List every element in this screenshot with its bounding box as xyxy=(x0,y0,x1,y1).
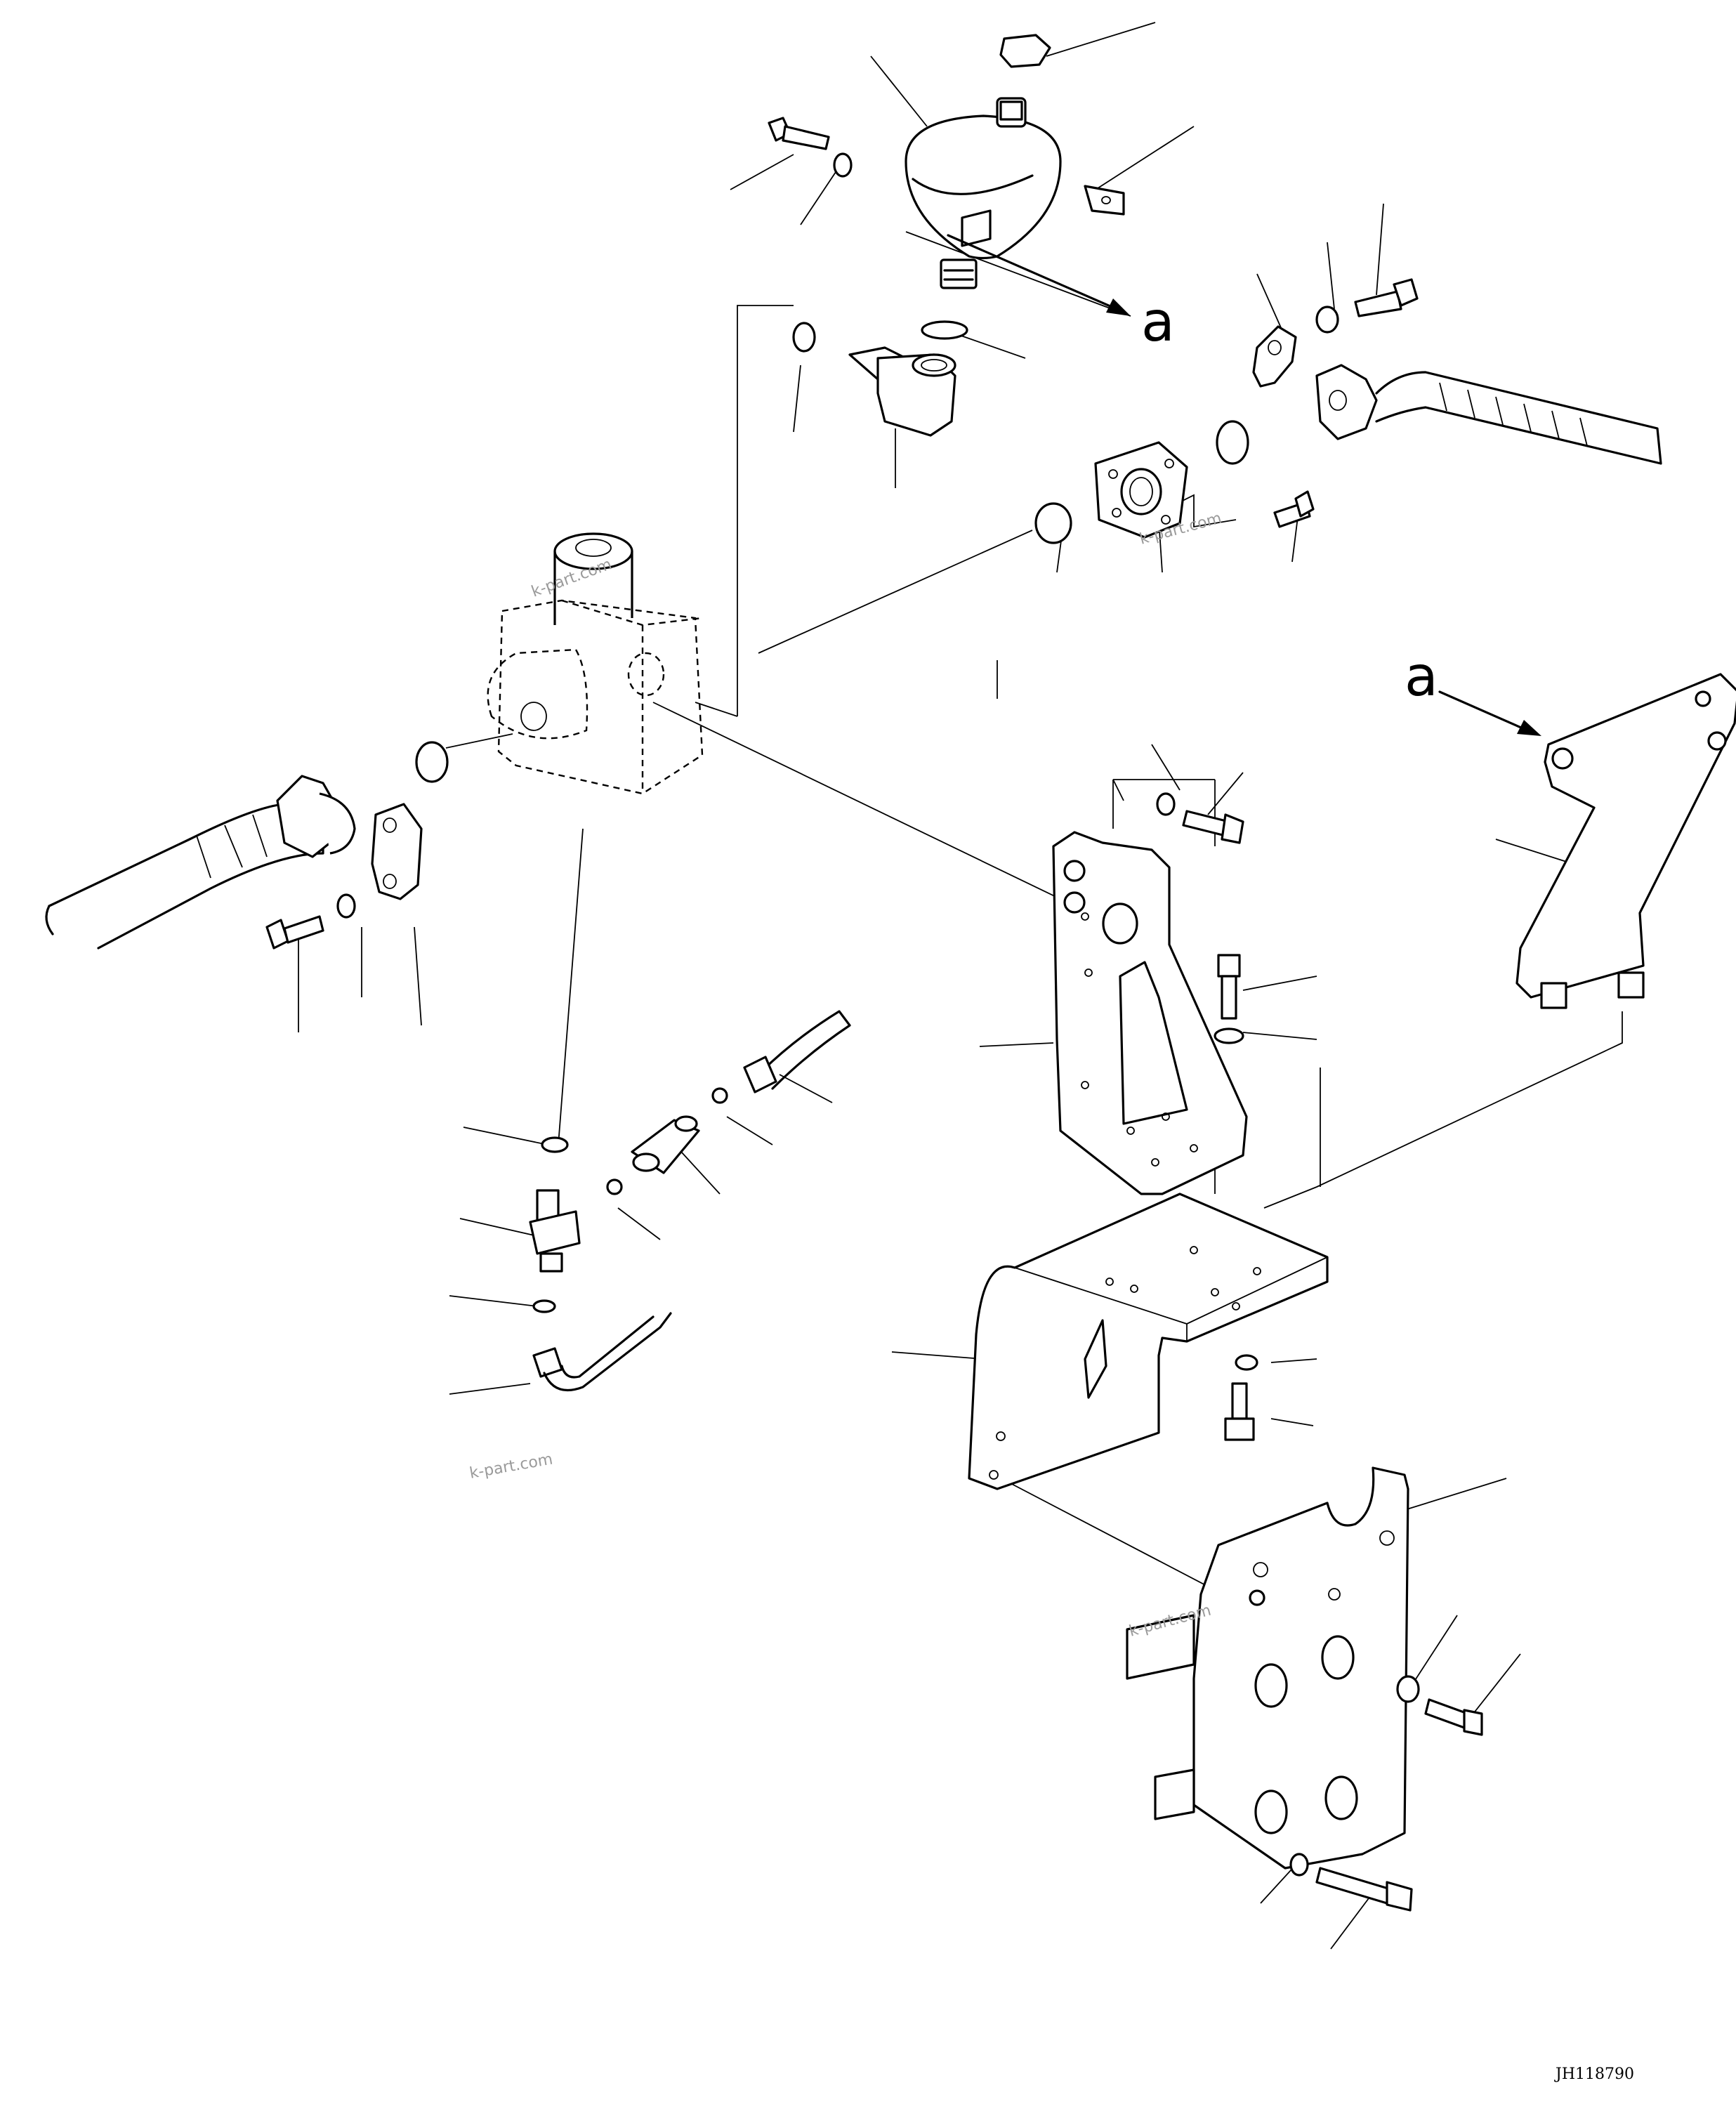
pressure-switch xyxy=(848,346,956,437)
callout-letter-top: a xyxy=(1141,291,1175,354)
washer-plate xyxy=(1396,1675,1420,1703)
hose-clamp-upper xyxy=(1216,278,1419,465)
callout-arrow-right xyxy=(1438,690,1541,736)
bolt-mid-top xyxy=(1182,810,1244,844)
watermark: k-part.com xyxy=(468,1450,554,1482)
bolt-vertical-mid xyxy=(1214,954,1244,1044)
frame-bracket-lower xyxy=(968,1193,1329,1490)
cap-nut xyxy=(999,34,1051,68)
fitting-hose-small xyxy=(743,1010,851,1093)
split-clamp-left xyxy=(371,803,423,900)
bolt-bottom-long xyxy=(1315,1867,1413,1912)
mount-bracket-middle xyxy=(1052,831,1248,1195)
valve-block xyxy=(487,532,704,795)
drawing-code: JH118790 xyxy=(1554,2065,1634,2083)
bracket-right xyxy=(1515,673,1736,1009)
o-ring-fitting-4 xyxy=(532,1299,556,1313)
bolt-lower-vertical xyxy=(1224,1382,1255,1441)
washer-lower xyxy=(1235,1354,1258,1371)
elbow-hose-fitting xyxy=(532,1312,672,1392)
adapter-fitting xyxy=(529,1189,581,1273)
o-ring-fitting xyxy=(711,1087,728,1104)
o-ring-fitting-2 xyxy=(606,1178,623,1195)
leader-lines xyxy=(298,22,1574,1950)
o-ring-fitting-3 xyxy=(541,1136,569,1153)
o-ring-small xyxy=(792,322,816,353)
callout-arrow-top xyxy=(947,234,1131,316)
accumulator xyxy=(905,97,1125,289)
bolt-flange xyxy=(1273,490,1315,528)
bolt-accumulator xyxy=(768,117,853,178)
check-valve-cylinder xyxy=(631,1115,700,1174)
washer-mid-top xyxy=(1156,792,1176,816)
o-ring-flat xyxy=(921,320,968,340)
bolt-left xyxy=(265,893,356,950)
callout-letter-right: a xyxy=(1405,645,1438,709)
hose-upper xyxy=(1375,371,1662,465)
bolt-plate xyxy=(1424,1698,1483,1736)
mounting-plate-bottom xyxy=(1126,1466,1409,1870)
hose-left xyxy=(45,775,356,950)
o-ring-left xyxy=(415,741,449,783)
split-flange xyxy=(1094,441,1188,539)
washer-bottom xyxy=(1289,1853,1309,1877)
o-ring-medium xyxy=(1034,502,1072,544)
